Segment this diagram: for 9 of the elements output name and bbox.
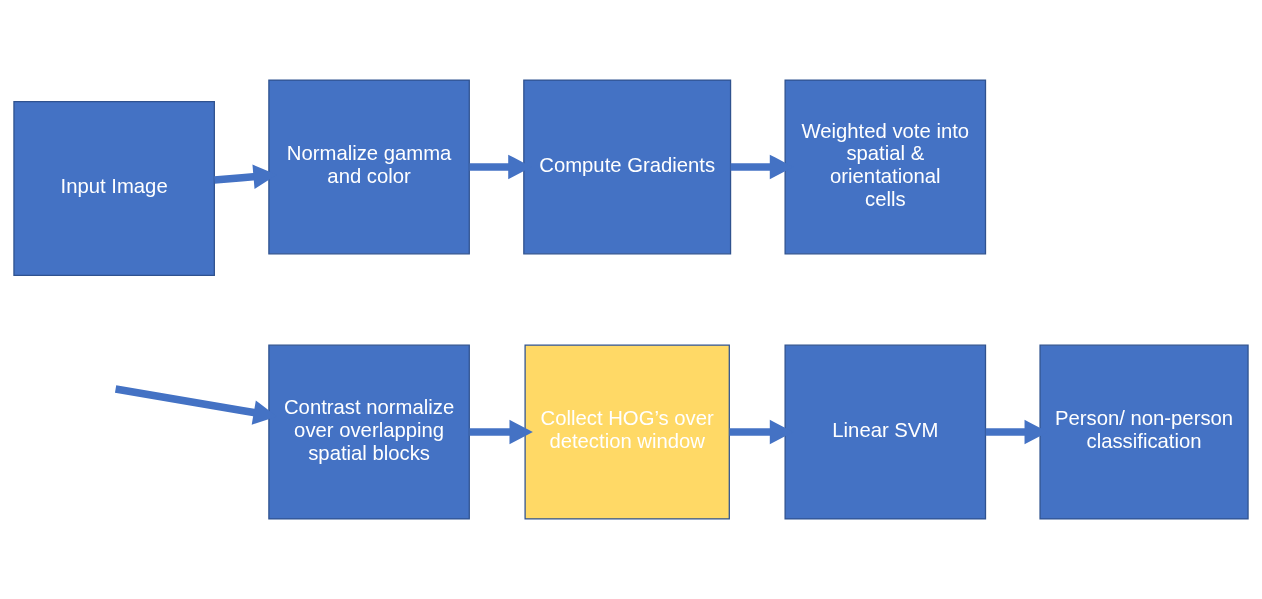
node-box: Input Image	[13, 101, 215, 277]
node-box: Collect HOG’s over detection window	[524, 344, 730, 520]
node-box: Normalize gamma and color	[268, 79, 470, 255]
node-box: Contrast normalize over overlapping spatial blocks	[268, 344, 470, 520]
node-box: Weighted vote into spatial & orientational cells	[784, 79, 987, 255]
node-box: Person/ non-person classification	[1039, 344, 1249, 520]
arrow	[469, 419, 533, 445]
node-box: Linear SVM	[784, 344, 987, 520]
node-box: Compute Gradients	[523, 79, 732, 255]
